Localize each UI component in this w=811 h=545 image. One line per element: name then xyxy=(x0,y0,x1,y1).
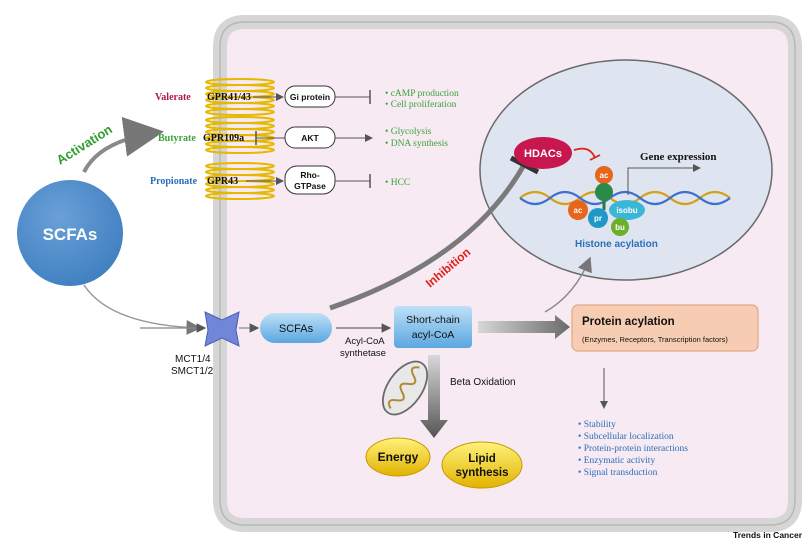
svg-text:Energy: Energy xyxy=(378,450,419,464)
beta-oxidation-arrow xyxy=(420,355,448,438)
source-credit: Trends in Cancer xyxy=(733,530,803,540)
svg-text:SCFAs: SCFAs xyxy=(279,323,314,335)
cell-scfas-pill xyxy=(260,313,332,343)
svg-text:• Protein-protein interaction: • Protein-protein interactions xyxy=(578,444,688,454)
lipid-synthesis-pill xyxy=(441,441,523,489)
svg-text:acyl-CoA: acyl-CoA xyxy=(412,329,455,341)
svg-text:bu: bu xyxy=(615,223,625,232)
ligand-valerate: Valerate xyxy=(155,92,191,103)
protein-effects-list: • Stability • Subcellular localization •… xyxy=(578,420,688,478)
energy-pill xyxy=(365,437,431,477)
scfas-circle xyxy=(17,180,123,286)
hdacs-inhibit-mark xyxy=(573,147,596,159)
histone-acylation-label: Histone acylation xyxy=(575,239,658,250)
svg-text:• Stability: • Stability xyxy=(578,420,616,430)
effector-rho-gtpase xyxy=(284,165,336,195)
arrow-to-protein-acylation xyxy=(478,315,570,339)
receptor-gpr109a: GPR109a xyxy=(203,133,244,144)
scfas-label: SCFAs xyxy=(43,225,98,244)
effect-cell-proliferation: • Cell proliferation xyxy=(385,99,457,110)
svg-text:Gi protein: Gi protein xyxy=(290,92,330,102)
receptor-coils xyxy=(205,78,275,200)
inhibition-arrow xyxy=(329,163,527,311)
nucleus xyxy=(479,59,773,281)
effect-glycolysis: • Glycolysis xyxy=(385,127,432,137)
protein-acylation-box xyxy=(571,304,759,352)
activation-label: Activation xyxy=(54,121,115,167)
hdacs-pill xyxy=(514,137,572,169)
svg-text:ac: ac xyxy=(600,171,609,180)
svg-text:AKT: AKT xyxy=(301,133,319,143)
transporter-icon xyxy=(204,311,240,347)
short-chain-acyl-coa-box xyxy=(394,306,472,348)
svg-text:synthesis: synthesis xyxy=(455,467,508,479)
svg-text:• Signal transduction: • Signal transduction xyxy=(578,468,658,478)
acyl-coa-synthetase-line2: synthetase xyxy=(340,348,386,359)
ligand-butyrate: Butyrate xyxy=(158,133,196,144)
acyl-coa-synthetase-line1: Acyl-CoA xyxy=(345,336,385,347)
mark-isobu xyxy=(609,200,645,220)
mark-bu xyxy=(611,218,629,236)
arrow-to-histone-acylation xyxy=(544,256,592,313)
svg-text:• Subcellular localization: • Subcellular localization xyxy=(578,432,674,442)
transporter-smct: SMCT1/2 xyxy=(171,366,214,377)
uptake-arrow xyxy=(83,284,202,336)
svg-text:isobu: isobu xyxy=(616,206,637,215)
effect-camp: • cAMP production xyxy=(385,89,459,99)
svg-text:Rho-: Rho- xyxy=(300,170,320,180)
mitochondrion-icon xyxy=(381,360,429,416)
svg-text:(Enzymes, Receptors, Transcrip: (Enzymes, Receptors, Transcription facto… xyxy=(582,335,728,344)
beta-oxidation-label: Beta Oxidation xyxy=(450,377,516,388)
gene-expression-label: Gene expression xyxy=(640,151,717,163)
mark-ac-left xyxy=(568,200,588,220)
svg-text:pr: pr xyxy=(594,214,602,223)
gene-expression-arrow xyxy=(627,164,701,195)
ligand-propionate: Propionate xyxy=(150,176,198,187)
svg-text:• Enzymatic activity: • Enzymatic activity xyxy=(578,456,655,466)
effect-dna-synthesis: • DNA synthesis xyxy=(385,139,448,149)
svg-text:GTPase: GTPase xyxy=(294,181,326,191)
svg-text:Lipid: Lipid xyxy=(468,453,495,465)
svg-text:HDACs: HDACs xyxy=(524,148,562,160)
svg-text:ac: ac xyxy=(574,206,583,215)
mark-ac-top xyxy=(595,166,613,184)
transporter-mct: MCT1/4 xyxy=(175,354,211,365)
activation-arrow xyxy=(82,116,164,173)
svg-text:Protein acylation: Protein acylation xyxy=(582,316,675,328)
receptor-gpr41-43: GPR41/43 xyxy=(207,92,251,103)
svg-text:Short-chain: Short-chain xyxy=(406,314,460,326)
effect-hcc: • HCC xyxy=(385,178,410,188)
receptor-gpr43: GPR43 xyxy=(207,176,238,187)
mark-pr xyxy=(588,208,608,228)
